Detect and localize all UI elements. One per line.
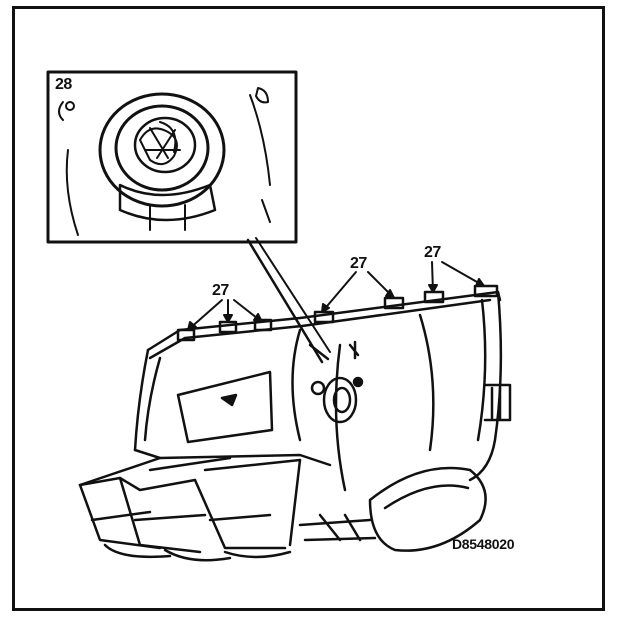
callout-27-left: 27: [212, 282, 229, 299]
callout-27-center: 27: [350, 255, 367, 272]
lower-blower: [298, 466, 487, 552]
figure-code: D8548020: [452, 536, 515, 552]
inset-detail: [46, 70, 331, 364]
inset-reference-label: 28: [55, 76, 72, 93]
callout-27-right: 27: [424, 244, 441, 261]
outlet-ducts: [78, 448, 332, 562]
duct-housing: [133, 284, 512, 492]
callout-leaders: [187, 261, 485, 331]
figure-frame: [12, 6, 605, 611]
